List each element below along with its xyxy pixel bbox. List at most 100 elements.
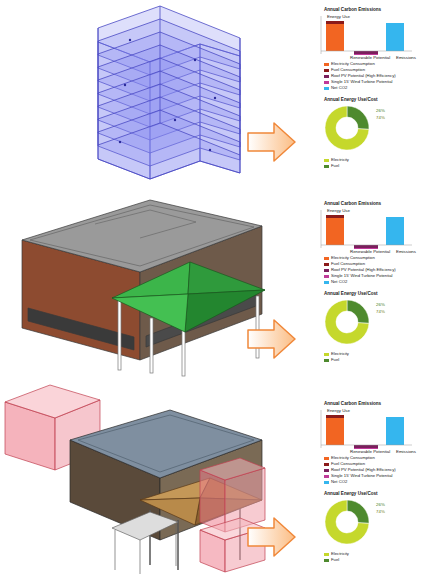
legend-swatch — [324, 63, 329, 67]
edge-line — [98, 28, 99, 145]
legend-swatch — [324, 359, 329, 363]
legend-text: Single 15' Wind Turbine Potential — [331, 474, 393, 479]
legend-item: Single 15' Wind Turbine Potential — [324, 474, 393, 479]
pyramid-roof — [140, 478, 210, 500]
legend-swatch — [324, 475, 329, 479]
donut-slice — [325, 300, 369, 344]
legend-swatch — [324, 159, 329, 163]
legend-text: Fuel Consumption — [331, 262, 365, 267]
legend-item: Fuel — [324, 164, 339, 169]
bar — [326, 21, 344, 51]
legend-text: Net CO2 — [331, 86, 347, 91]
legend-item: Single 15' Wind Turbine Potential — [324, 80, 393, 85]
column — [182, 330, 185, 376]
legend-item: Fuel — [324, 358, 339, 363]
legend-swatch — [324, 81, 329, 85]
legend-text: Roof PV Potential (High Efficiency) — [331, 268, 396, 273]
bar — [354, 51, 378, 54]
legend-swatch — [324, 87, 329, 91]
axis-line — [321, 445, 412, 446]
legend-text: Fuel — [331, 558, 339, 563]
legend-text: Net CO2 — [331, 280, 347, 285]
legend-swatch — [324, 469, 329, 473]
legend-swatch — [324, 263, 329, 267]
legend-text: Roof PV Potential (High Efficiency) — [331, 74, 396, 79]
legend-item: Fuel Consumption — [324, 262, 365, 267]
column — [177, 520, 179, 570]
legend-text: Fuel Consumption — [331, 462, 365, 467]
bar-segment — [326, 21, 344, 24]
legend-item: Roof PV Potential (High Efficiency) — [324, 268, 396, 273]
axis-line — [321, 210, 322, 248]
marker-dot — [119, 141, 121, 143]
zone-markers — [119, 39, 216, 151]
chart-title: Annual Energy Use/Cost — [324, 291, 378, 296]
chart-title: Annual Energy Use/Cost — [324, 97, 378, 102]
block-arrow — [248, 518, 295, 556]
legend-swatch — [324, 69, 329, 73]
legend-item: Net CO2 — [324, 86, 347, 91]
legend-text: Electricity — [331, 158, 349, 163]
chart-title: Annual Carbon Emissions — [324, 7, 381, 12]
donut-slice — [347, 300, 369, 323]
building-model — [22, 200, 265, 376]
chart-label: Energy Use — [327, 409, 350, 414]
legend-swatch — [324, 553, 329, 557]
zone-box — [200, 458, 265, 480]
bar-segment — [326, 215, 344, 218]
chart-label: 26% — [376, 303, 385, 308]
legend-text: Electricity Consumption — [331, 62, 375, 67]
chart-label: Emissions — [396, 450, 416, 455]
donut-slice — [325, 500, 369, 544]
floor-plate — [98, 123, 240, 179]
axis-line — [321, 51, 412, 52]
bar — [354, 245, 378, 248]
carbon-chart-panel: Annual Carbon EmissionsEnergy UseRenewab… — [316, 400, 420, 490]
legend-text: Electricity — [331, 352, 349, 357]
zone-box — [200, 470, 225, 532]
marker-dot — [124, 84, 126, 86]
legend-item: Net CO2 — [324, 480, 347, 485]
canopy-roof — [112, 294, 188, 332]
legend-text: Electricity Consumption — [331, 456, 375, 461]
legend-item: Electricity Consumption — [324, 456, 375, 461]
axis-line — [321, 16, 322, 54]
legend-item: Roof PV Potential (High Efficiency) — [324, 74, 396, 79]
chart-label: Renewable Potential — [350, 56, 390, 61]
building-model — [5, 385, 265, 574]
marker-dot — [194, 59, 196, 61]
chart-label: Renewable Potential — [350, 450, 390, 455]
column — [118, 300, 121, 370]
chart-label: Renewable Potential — [350, 250, 390, 255]
chart-label: 26% — [376, 503, 385, 508]
legend-item: Single 15' Wind Turbine Potential — [324, 274, 393, 279]
legend-item: Electricity Consumption — [324, 256, 375, 261]
canopy-roof — [112, 262, 190, 298]
massing-model — [98, 6, 240, 179]
legend-swatch — [324, 257, 329, 261]
carbon-chart-panel: Annual Carbon EmissionsEnergy UseRenewab… — [316, 6, 420, 96]
roof — [22, 200, 262, 272]
column — [176, 524, 177, 566]
edge-line — [160, 6, 161, 123]
legend-swatch — [324, 165, 329, 169]
chart-label: Energy Use — [327, 15, 350, 20]
chart-title: Annual Carbon Emissions — [324, 401, 381, 406]
block-arrow — [248, 320, 295, 358]
bar — [386, 417, 404, 445]
legend-swatch — [324, 353, 329, 357]
legend-item: Electricity — [324, 552, 349, 557]
chart-label: Emissions — [396, 56, 416, 61]
legend-swatch — [324, 281, 329, 285]
legend-item: Fuel — [324, 558, 339, 563]
legend-text: Roof PV Potential (High Efficiency) — [331, 468, 396, 473]
chart-title: Annual Energy Use/Cost — [324, 491, 378, 496]
bar — [326, 415, 344, 445]
column — [140, 540, 141, 574]
donut — [325, 300, 369, 344]
legend-text: Single 15' Wind Turbine Potential — [331, 274, 393, 279]
carbon-chart-panel: Annual Carbon EmissionsEnergy UseRenewab… — [316, 200, 420, 290]
donut-slice — [325, 106, 369, 150]
marker-dot — [129, 39, 131, 41]
